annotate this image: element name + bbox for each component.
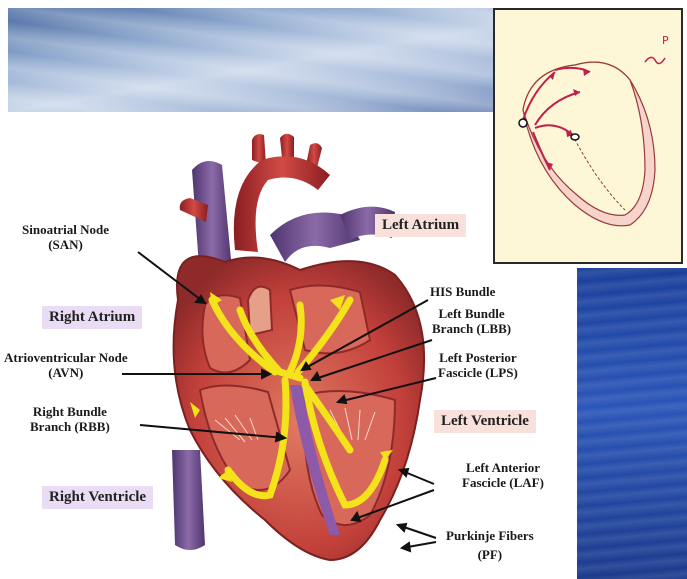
label-text: Right Bundle (30, 404, 110, 419)
label-text: Left Anterior (462, 460, 544, 475)
label-text: Left Bundle (432, 306, 511, 321)
label-text: Sinoatrial Node (22, 222, 109, 237)
box-left-ventricle: Left Ventricle (434, 410, 536, 433)
label-atrioventricular-node: Atrioventricular Node (AVN) (4, 350, 128, 380)
inferior-vena-cava (172, 450, 205, 550)
label-text: Fascicle (LPS) (438, 365, 518, 380)
label-text: Branch (RBB) (30, 419, 110, 434)
inset-p-wave-label: P (662, 34, 669, 47)
label-text: (SAN) (22, 237, 109, 252)
box-right-atrium: Right Atrium (42, 306, 142, 329)
conduction-inset-panel: P (493, 8, 683, 264)
label-text: (PF) (446, 547, 534, 562)
label-left-bundle-branch: Left Bundle Branch (LBB) (432, 306, 511, 336)
label-sinoatrial-node: Sinoatrial Node (SAN) (22, 222, 109, 252)
label-text: Atrioventricular Node (4, 350, 128, 365)
label-right-bundle-branch: Right Bundle Branch (RBB) (30, 404, 110, 434)
label-purkinje-fibers: Purkinje Fibers (PF) (446, 528, 534, 562)
label-left-posterior-fascicle: Left Posterior Fascicle (LPS) (438, 350, 518, 380)
label-text: Branch (LBB) (432, 321, 511, 336)
label-text: Purkinje Fibers (446, 528, 534, 543)
label-text: Fascicle (LAF) (462, 475, 544, 490)
valve-opening (248, 287, 272, 335)
label-text: (AVN) (4, 365, 128, 380)
label-his-bundle: HIS Bundle (430, 284, 495, 299)
box-left-atrium: Left Atrium (375, 214, 466, 237)
label-text: Left Posterior (438, 350, 518, 365)
label-left-anterior-fascicle: Left Anterior Fascicle (LAF) (462, 460, 544, 490)
inset-heart-diagram (495, 10, 681, 262)
box-right-ventricle: Right Ventricle (42, 486, 153, 509)
